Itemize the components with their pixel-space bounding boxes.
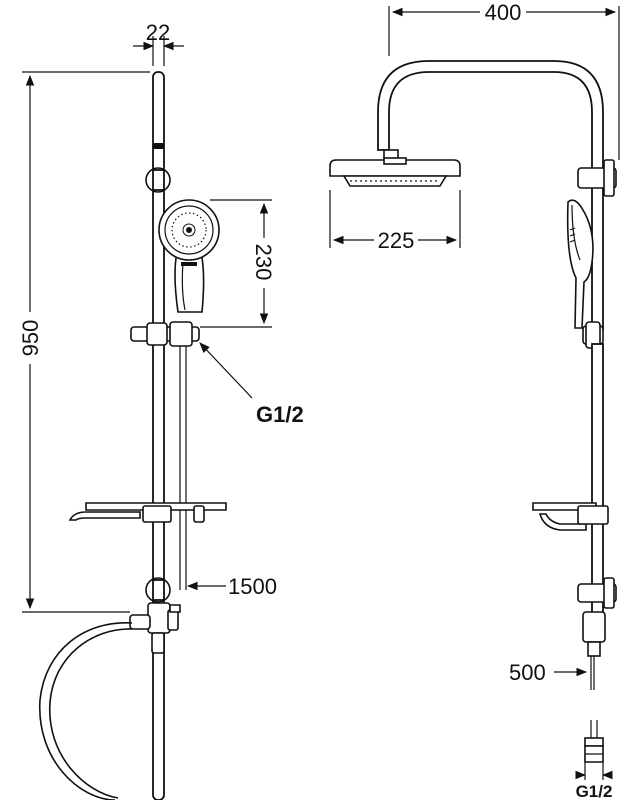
callout-inlet-thread: G1/2 bbox=[199, 342, 304, 427]
dim-950-label: 950 bbox=[18, 320, 43, 357]
inlet-nipple bbox=[584, 720, 604, 763]
slide-bracket bbox=[130, 321, 200, 347]
dim-225-label: 225 bbox=[378, 228, 415, 253]
shower-hose bbox=[39, 622, 133, 800]
dim-22-label: 22 bbox=[146, 20, 170, 45]
dimension-bracket-width: 22 bbox=[133, 20, 184, 66]
callout-outlet-length: 500 bbox=[509, 660, 588, 685]
callout-inlet-thread-right: G1/2 bbox=[575, 762, 613, 800]
dimension-arm-reach: 400 bbox=[388, 0, 620, 160]
dimension-head-diameter: 225 bbox=[329, 190, 461, 253]
riser-clamp-upper bbox=[577, 159, 617, 197]
soap-shelf bbox=[68, 502, 227, 523]
hand-shower bbox=[158, 199, 220, 313]
dimension-hand-shower: 230 bbox=[200, 199, 279, 328]
dim-1500-label: 1500 bbox=[228, 574, 277, 599]
callout-hose-length: 1500 bbox=[186, 574, 277, 599]
rain-shower-head bbox=[329, 157, 461, 187]
soap-shelf-side bbox=[532, 502, 609, 531]
dim-230-label: 230 bbox=[251, 244, 276, 281]
g12-right-label: G1/2 bbox=[576, 782, 613, 800]
diverter-side bbox=[582, 611, 606, 690]
front-view: 22 950 230 G1/2 1500 bbox=[18, 20, 304, 800]
g12-left-label: G1/2 bbox=[256, 402, 304, 427]
dim-500-label: 500 bbox=[509, 660, 546, 685]
riser-clamp-lower bbox=[577, 577, 617, 609]
diverter-valve bbox=[129, 602, 181, 654]
dim-400-label: 400 bbox=[485, 0, 522, 25]
side-view: 400 225 500 G1/2 bbox=[329, 0, 620, 800]
rail-mark bbox=[153, 143, 164, 149]
dimension-total-height: 950 bbox=[18, 71, 150, 613]
hand-shower-side bbox=[566, 199, 594, 329]
shower-arm bbox=[377, 60, 604, 331]
